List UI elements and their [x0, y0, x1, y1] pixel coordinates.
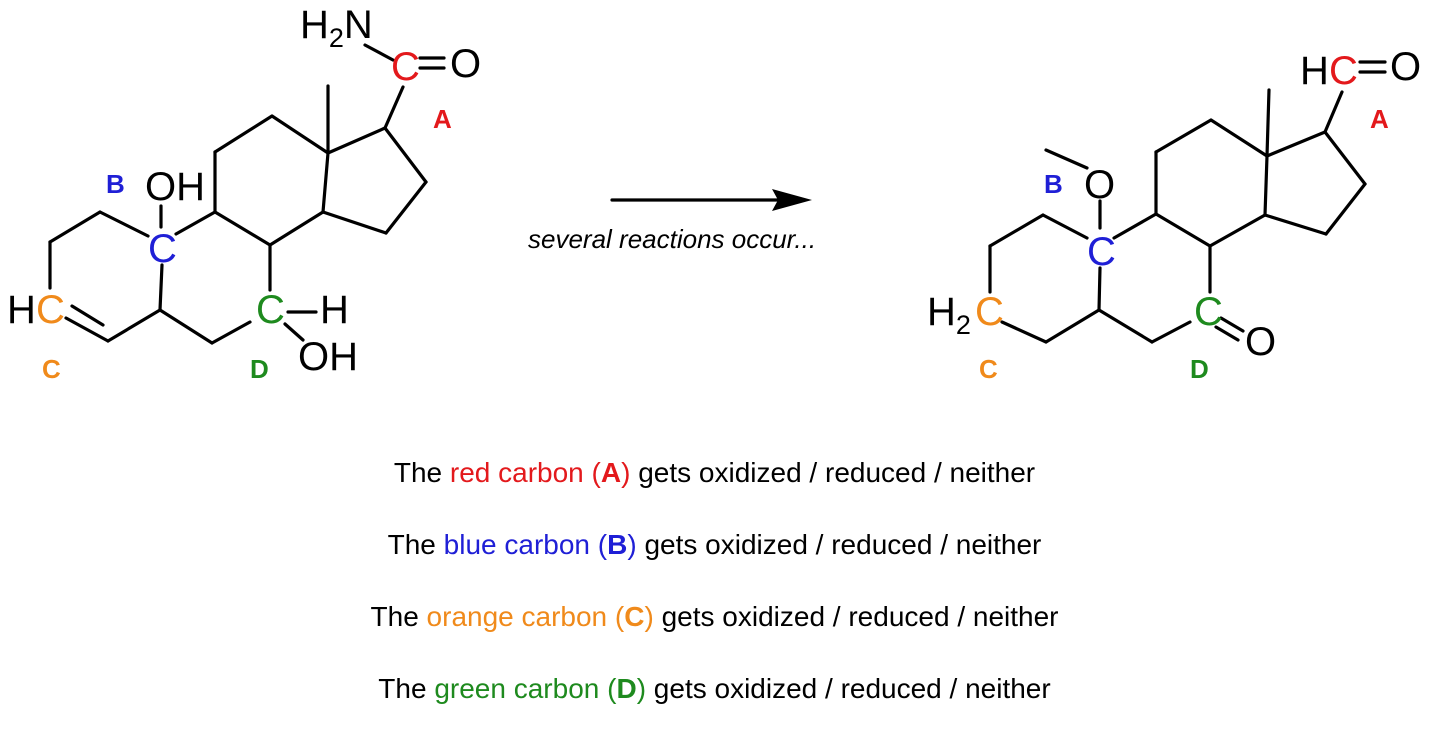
question-letter: C — [624, 601, 645, 632]
reactant-hydroxyl-d: OH — [298, 335, 358, 379]
product-carbon-b: C — [1087, 230, 1116, 274]
reactant-amine-h: H2N — [300, 3, 373, 53]
product-carbon-d: C — [1194, 290, 1223, 334]
question-letter: B — [607, 529, 628, 560]
question-open-paren: ( — [607, 601, 625, 632]
question-green-carbon: The green carbon (D) gets oxidized / red… — [0, 664, 1429, 736]
reactant-carbon-b: C — [148, 227, 177, 271]
product-aldehyde-oxygen: O — [1390, 45, 1421, 89]
reactant-carbon-c: C — [36, 288, 65, 332]
product-tag-b: B — [1044, 169, 1063, 199]
product-carbon-c: C — [975, 290, 1004, 334]
product-tag-d: D — [1190, 354, 1209, 384]
reactant-tag-d: D — [250, 354, 269, 384]
question-list: The red carbon (A) gets oxidized / reduc… — [0, 448, 1429, 736]
reactant-carbon-d: C — [256, 288, 285, 332]
reactant-h-d: H — [320, 288, 349, 332]
question-open-paren: ( — [599, 673, 617, 704]
product-h-a: H — [1300, 49, 1329, 93]
question-options: gets oxidized / reduced / neither — [646, 673, 1051, 704]
question-blue-carbon: The blue carbon (B) gets oxidized / redu… — [0, 520, 1429, 592]
product-h2-c: H2 — [927, 290, 971, 340]
reactant-molecule: H2N C O A B OH C H C C C H OH D — [7, 3, 481, 384]
question-close-paren: ) — [644, 601, 654, 632]
product-atom-labels: H C O A B O C H2 C C C O D — [927, 45, 1421, 384]
question-prefix: The — [387, 529, 444, 560]
question-color-name: blue carbon — [443, 529, 590, 560]
product-molecule: H C O A B O C H2 C C C O D — [927, 45, 1421, 384]
question-color-name: green carbon — [434, 673, 600, 704]
product-carbon-a: C — [1329, 49, 1358, 93]
reactant-tag-a: A — [433, 104, 452, 134]
reactant-atom-labels: H2N C O A B OH C H C C C H OH D — [7, 3, 481, 384]
question-options: gets oxidized / reduced / neither — [653, 601, 1059, 632]
reactant-bonds — [48, 43, 446, 345]
reactant-tag-b: B — [106, 169, 125, 199]
reactant-carbon-a: C — [391, 45, 420, 89]
reactant-hydroxyl-b: OH — [145, 165, 205, 209]
question-close-paren: ) — [627, 529, 637, 560]
arrow-head — [772, 189, 812, 211]
reaction-arrow: several reactions occur... — [528, 189, 816, 254]
reactant-h-c: H — [7, 288, 36, 332]
reactant-tag-c: C — [42, 354, 61, 384]
question-close-paren: ) — [621, 457, 631, 488]
product-methoxy-oxygen: O — [1084, 163, 1115, 207]
question-open-paren: ( — [590, 529, 608, 560]
question-letter: D — [616, 673, 637, 704]
product-ketone-oxygen: O — [1245, 320, 1276, 364]
question-prefix: The — [378, 673, 435, 704]
product-tag-a: A — [1370, 104, 1389, 134]
question-red-carbon: The red carbon (A) gets oxidized / reduc… — [0, 448, 1429, 520]
question-open-paren: ( — [583, 457, 601, 488]
reaction-scheme: H2N C O A B OH C H C C C H OH D several … — [7, 3, 1421, 384]
arrow-label: several reactions occur... — [528, 224, 816, 254]
question-close-paren: ) — [636, 673, 647, 704]
question-prefix: The — [393, 457, 450, 488]
question-color-name: orange carbon — [426, 601, 608, 632]
question-letter: A — [600, 457, 622, 488]
product-bonds — [988, 60, 1387, 344]
question-options: gets oxidized / reduced / neither — [636, 529, 1042, 560]
question-options: gets oxidized / reduced / neither — [630, 457, 1036, 488]
question-orange-carbon: The orange carbon (C) gets oxidized / re… — [0, 592, 1429, 664]
reactant-amide-oxygen: O — [450, 42, 481, 86]
question-prefix: The — [370, 601, 427, 632]
question-color-name: red carbon — [449, 457, 584, 488]
product-tag-c: C — [979, 354, 998, 384]
